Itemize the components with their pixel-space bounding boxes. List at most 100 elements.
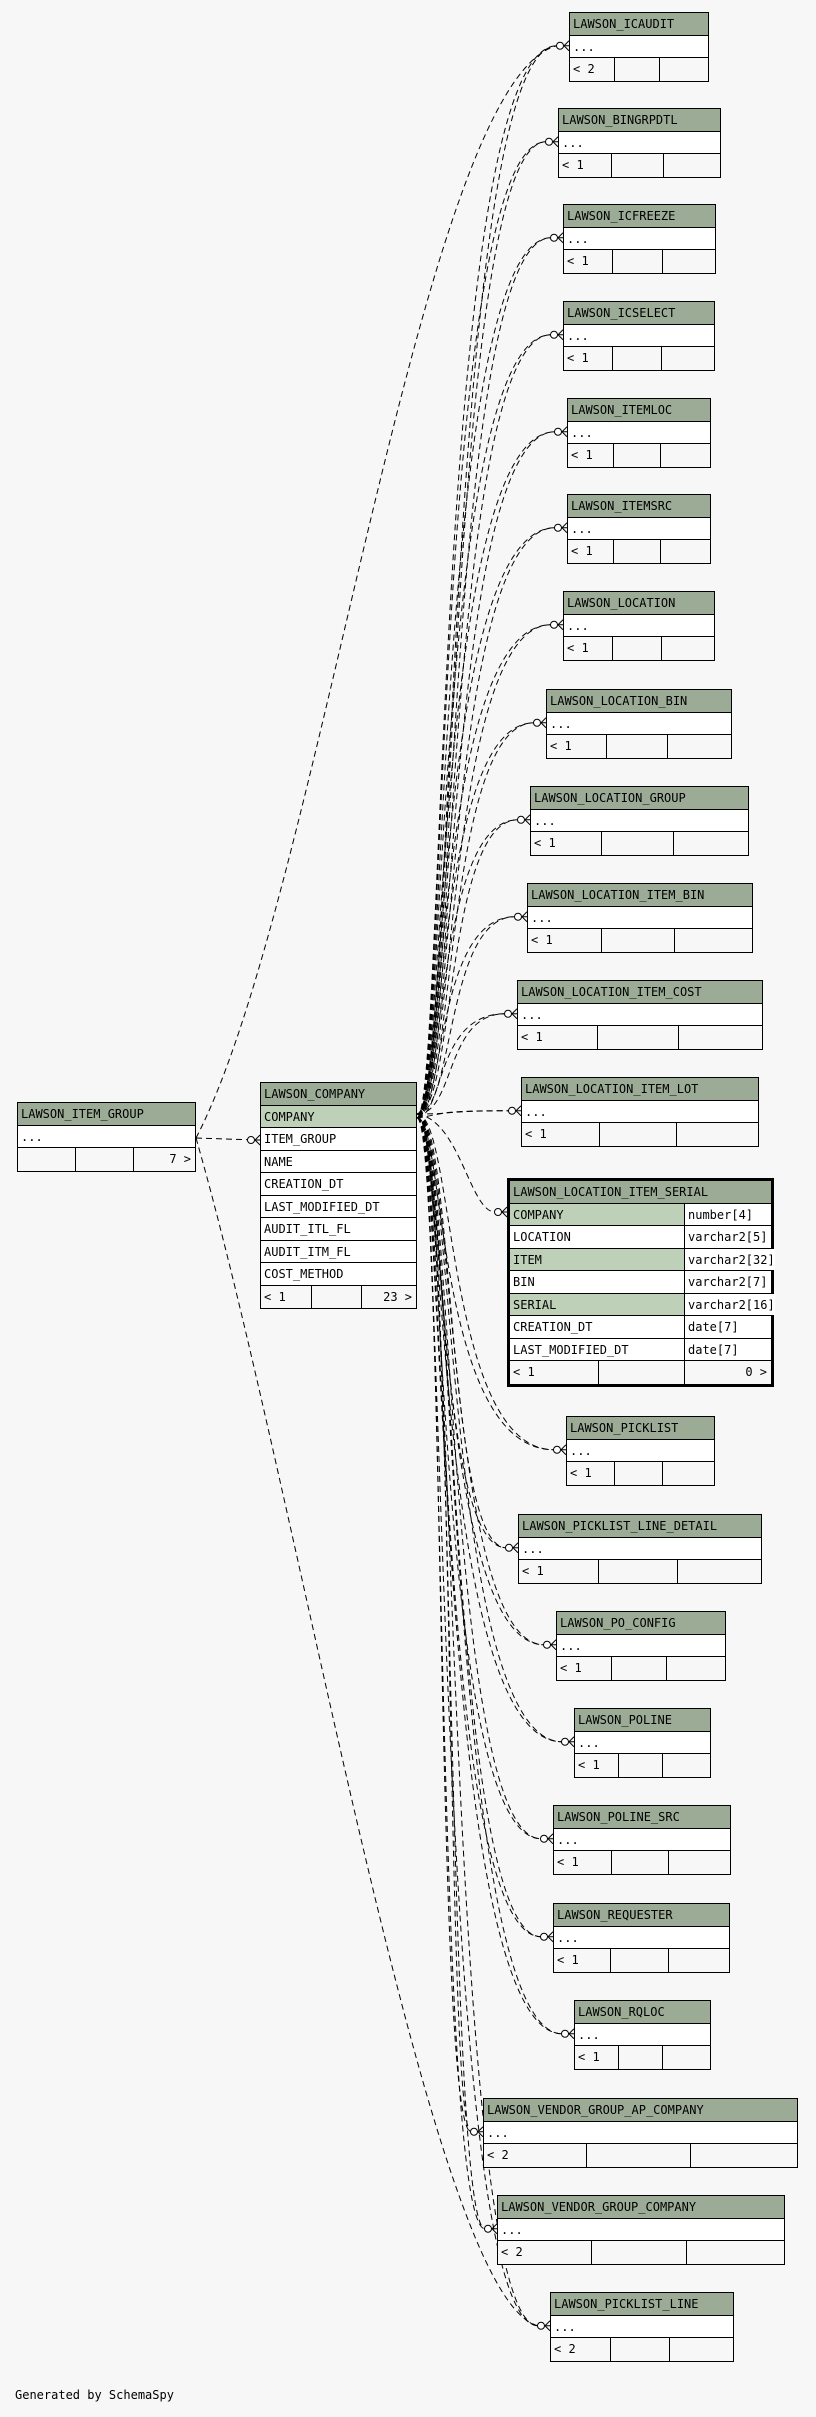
footer-cell: < 1 <box>567 1462 615 1485</box>
table-lawson-picklist: LAWSON_PICKLIST...< 1 <box>566 1416 715 1486</box>
table-name: LAWSON_ITEMLOC <box>568 399 710 422</box>
footer-cell <box>599 1560 679 1583</box>
table-footer-counts: < 1 <box>564 250 715 273</box>
footer-cell <box>607 735 668 758</box>
crows-foot-marker <box>550 619 564 631</box>
footer-cell <box>691 2144 797 2167</box>
table-columns-collapsed: ... <box>564 615 714 637</box>
table-name: LAWSON_ICFREEZE <box>564 205 715 228</box>
table-columns-collapsed: ... <box>564 228 715 250</box>
crows-foot-marker <box>540 1931 554 1943</box>
relationship-line <box>416 1110 510 1115</box>
footer-cell <box>611 2338 671 2361</box>
table-footer-counts: < 2 <box>484 2144 797 2167</box>
footer-cell <box>600 1123 678 1146</box>
table-lawson-icselect: LAWSON_ICSELECT...< 1 <box>563 301 715 371</box>
relationship-line <box>416 141 547 1119</box>
footer-cell: < 1 <box>564 250 614 273</box>
column-row: COST_METHOD <box>261 1263 416 1286</box>
footer-cell: < 1 <box>518 1026 599 1049</box>
table-columns-collapsed: ... <box>519 1538 761 1560</box>
table-columns-collapsed: ... <box>575 1732 710 1754</box>
relationship-line <box>416 1117 486 2230</box>
column-type: varchar2[32] <box>685 1248 775 1270</box>
column-row: AUDIT_ITL_FL <box>261 1218 416 1241</box>
relationship-line <box>416 819 519 1119</box>
table-footer-counts: < 1 <box>519 1560 761 1583</box>
relationship-line <box>416 1117 472 2133</box>
table-lawson-location: LAWSON_LOCATION...< 1 <box>563 591 715 661</box>
table-columns-collapsed: ... <box>567 1440 714 1462</box>
table-lawson-location-item-bin: LAWSON_LOCATION_ITEM_BIN...< 1 <box>527 883 753 953</box>
footer-cell: < 2 <box>551 2338 611 2361</box>
footer-cell <box>679 1026 762 1049</box>
table-columns-collapsed: ... <box>528 907 752 929</box>
footer-cell: < 1 <box>575 2046 619 2069</box>
table-columns-collapsed: ... <box>557 1635 725 1657</box>
table-columns-collapsed: ... <box>554 1927 729 1949</box>
footer-cell: < 1 <box>559 154 612 177</box>
table-footer-counts: < 1 <box>568 540 710 563</box>
table-columns-collapsed: ... <box>575 2024 710 2046</box>
footer-cell <box>668 735 731 758</box>
table-columns-collapsed: ... <box>547 713 731 735</box>
relationship-line <box>416 722 535 1119</box>
relationship-line <box>416 141 547 1115</box>
table-name: LAWSON_PICKLIST <box>567 1417 714 1440</box>
table-footer-counts: < 1 <box>567 1462 714 1485</box>
column-row: AUDIT_ITM_FL <box>261 1241 416 1263</box>
footer-cell <box>599 1361 685 1384</box>
footer-cell <box>602 929 676 952</box>
table-lawson-itemloc: LAWSON_ITEMLOC...< 1 <box>567 398 711 468</box>
column-type: number[4] <box>685 1203 771 1225</box>
table-name: LAWSON_ICSELECT <box>564 302 714 325</box>
column-row: COMPANY <box>261 1105 416 1128</box>
footer-cell <box>664 154 720 177</box>
crows-foot-marker <box>505 1542 519 1554</box>
table-lawson-picklist-line-detail: LAWSON_PICKLIST_LINE_DETAIL...< 1 <box>518 1514 762 1584</box>
footer-cell <box>663 1462 714 1485</box>
footer-cell <box>612 1851 670 1874</box>
footer-cell <box>615 58 660 81</box>
table-footer-counts: < 1 <box>522 1123 758 1146</box>
table-footer-counts: < 2 <box>570 58 708 81</box>
footer-cell <box>662 637 714 660</box>
footer-cell: < 1 <box>554 1949 612 1972</box>
footer-cell: < 2 <box>570 58 615 81</box>
footer-cell <box>592 2241 687 2264</box>
crows-foot-marker <box>553 1444 567 1456</box>
footer-cell <box>677 1123 758 1146</box>
crows-foot-marker <box>556 40 570 52</box>
table-columns-collapsed: ... <box>498 2219 784 2241</box>
crows-foot-marker <box>508 1105 522 1117</box>
footer-cell: < 1 <box>564 637 613 660</box>
relationship-line <box>416 1113 486 2230</box>
footer-cell: < 1 <box>261 1285 312 1308</box>
footer-cell <box>661 444 710 467</box>
table-lawson-item-group: LAWSON_ITEM_GROUP...7 > <box>17 1102 196 1172</box>
footer-cell: < 1 <box>575 1754 619 1777</box>
footer-cell <box>614 540 661 563</box>
footer-cell: < 1 <box>568 540 615 563</box>
column-name: ITEM <box>510 1248 685 1270</box>
table-name: LAWSON_LOCATION_ITEM_SERIAL <box>510 1181 771 1204</box>
relationship-line <box>195 45 558 1139</box>
relationship-line <box>416 1013 506 1119</box>
crows-foot-marker <box>247 1134 261 1146</box>
crows-foot-marker <box>517 814 531 826</box>
table-lawson-vendor-group-ap-company: LAWSON_VENDOR_GROUP_AP_COMPANY...< 2 <box>483 2098 798 2168</box>
footer-cell: < 1 <box>528 929 602 952</box>
table-name: LAWSON_BINGRPDTL <box>559 109 720 132</box>
relationship-line <box>416 45 558 1119</box>
table-lawson-poline: LAWSON_POLINE...< 1 <box>574 1708 711 1778</box>
table-name: LAWSON_LOCATION_GROUP <box>531 787 748 810</box>
table-name: LAWSON_PICKLIST_LINE_DETAIL <box>519 1515 761 1538</box>
footer-cell: < 1 <box>557 1657 612 1680</box>
crows-foot-marker <box>470 2126 484 2138</box>
